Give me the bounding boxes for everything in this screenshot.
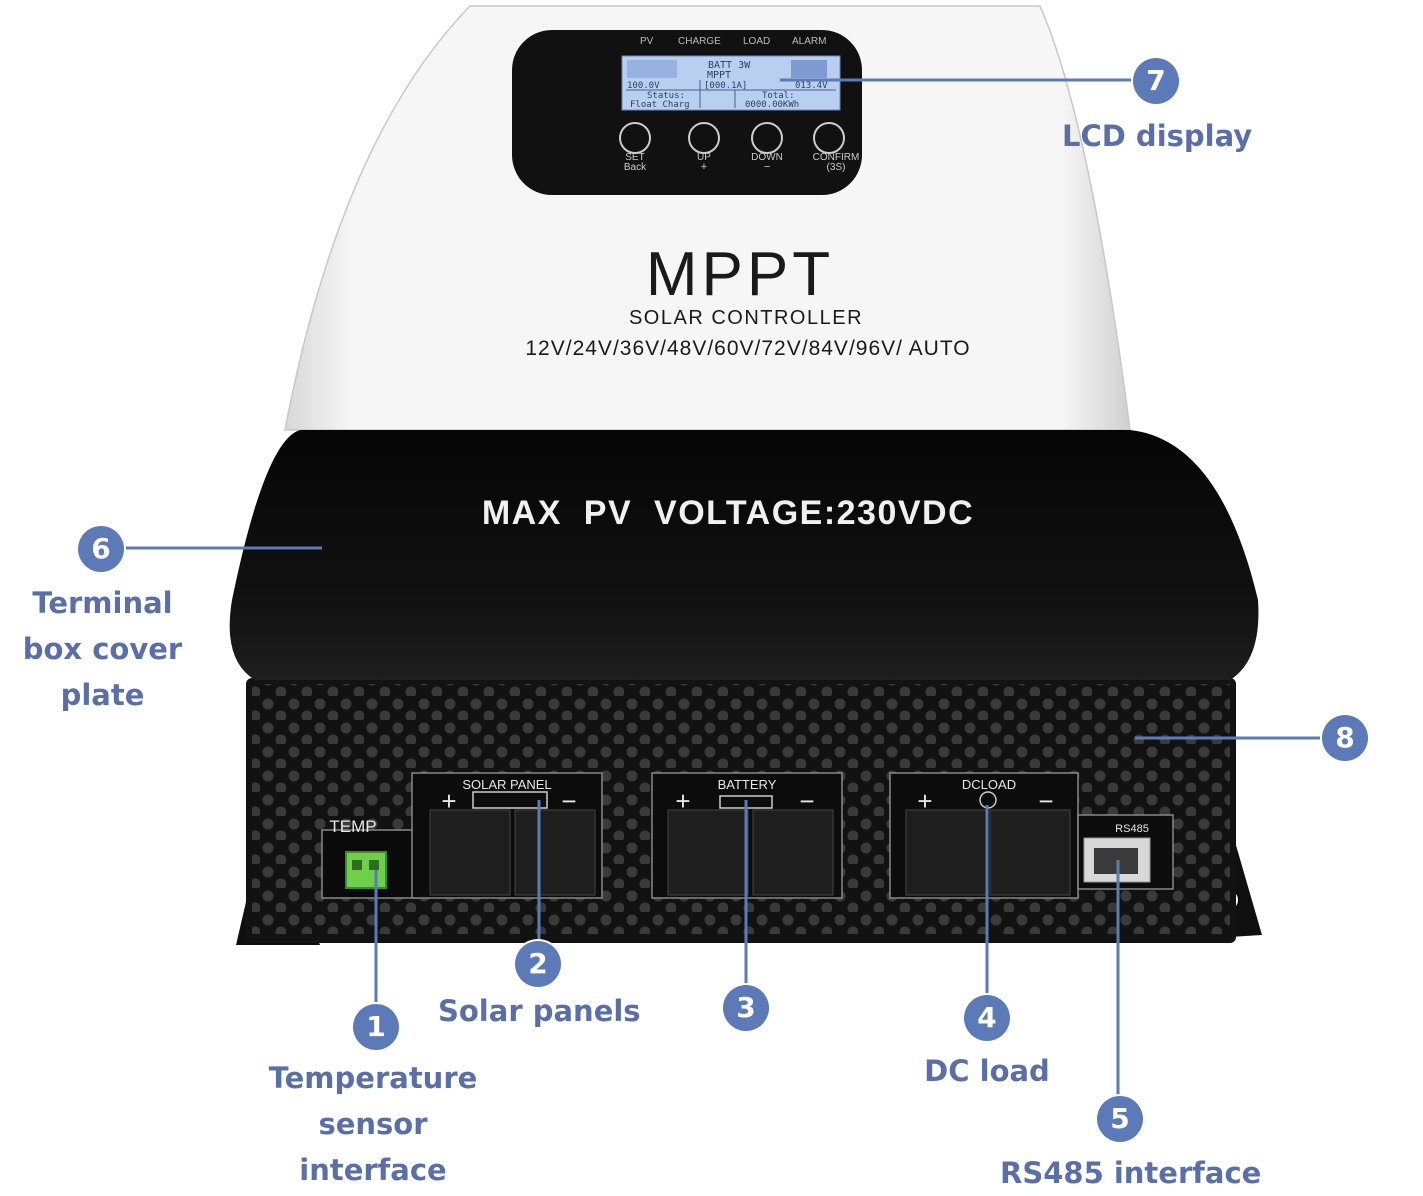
callout-label-dc-load: DC load [924,1054,1050,1088]
callout-number-7: 7 [1133,58,1179,104]
indicator-alarm: ALARM [792,36,826,47]
temp-label: TEMP [329,817,376,836]
battery-plus: + [675,786,690,816]
indicator-charge: CHARGE [678,36,721,47]
battery-plus-slot [667,809,749,896]
solar-minus: − [561,786,576,816]
dcload-plus-slot [905,809,987,896]
down-button-sub: − [764,161,770,173]
lcd-line3c: 013.4V [795,81,828,91]
dcload-minus: − [1038,786,1053,816]
lcd-line3a: 100.0V [627,81,660,91]
lcd-line5b: 0000.00KWh [745,100,799,110]
cover-plate-text: MAX PV VOLTAGE:230VDC [482,494,974,532]
battery-minus-slot [752,809,834,896]
down-button-label: DOWN [751,152,783,163]
battery-label: BATTERY [718,777,777,792]
down-button[interactable]: DOWN − [751,122,783,173]
callout-label-lcd-display: LCD display [1062,119,1253,153]
set-button[interactable]: SET Back [619,122,651,173]
confirm-button-sub: (3S) [827,162,846,173]
lcd-line2: MPPT [707,70,731,81]
solar-plus-slot [429,809,511,896]
display-bezel [512,30,862,195]
callout-number-5: 5 [1097,1096,1143,1142]
indicator-load: LOAD [743,36,770,47]
up-button-label: UP [697,152,711,163]
confirm-button-label: CONFIRM [813,152,860,163]
confirm-button[interactable]: CONFIRM (3S) [813,122,860,173]
lcd-line4a: Status: [647,91,685,101]
battery-minus: − [799,786,814,816]
callout-number-8: 8 [1322,715,1368,761]
dcload-label: DCLOAD [962,777,1016,792]
dcload-plus: + [917,786,932,816]
callout-number-2: 2 [515,941,561,987]
callout-number-3: 3 [723,985,769,1031]
solar-plus: + [441,786,456,816]
dcload-minus-slot [989,809,1071,896]
solar-label: SOLAR PANEL [462,777,551,792]
callout-number-6: 6 [78,526,124,572]
callout-label-terminal-cover: Terminal box cover plate [22,586,183,712]
terminal-cover-plate [229,430,1259,680]
rs485-label: RS485 [1115,823,1149,835]
callout-label-temperature: Temperature sensor interface [268,1061,478,1187]
up-button-sub: + [701,161,707,173]
brand-title: MPPT [646,240,834,309]
brand-subtitle: SOLAR CONTROLLER [629,307,863,329]
solar-minus-slot [514,809,596,896]
brand-voltages: 12V/24V/36V/48V/60V/72V/84V/96V/ AUTO [525,337,970,360]
callout-number-1: 1 [353,1004,399,1050]
up-button[interactable]: UP + [688,122,720,173]
lcd-line4b: Total: [762,91,795,101]
lcd-line5a: Float Charg [630,100,690,110]
callout-label-solar-panels: Solar panels [438,994,641,1028]
set-button-sub: Back [624,162,647,173]
indicator-pv: PV [640,36,654,47]
lcd-line1: BATT 3W [708,60,751,71]
lcd-line3b: [000.1A] [704,81,747,91]
callout-label-rs485: RS485 interface [1000,1156,1262,1190]
set-button-label: SET [625,152,644,163]
callout-number-4: 4 [964,995,1010,1041]
